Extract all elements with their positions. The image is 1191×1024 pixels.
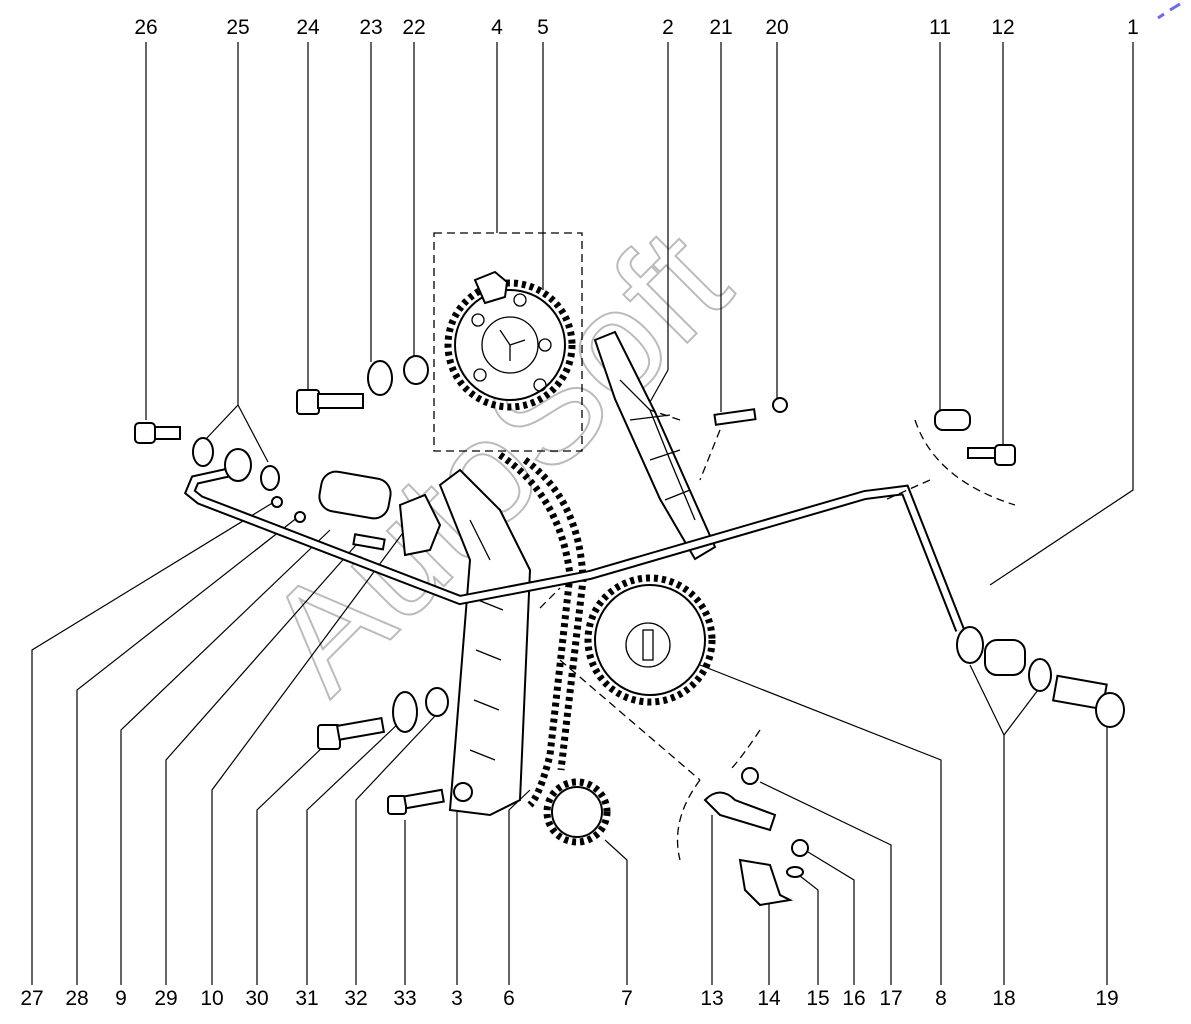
callout-label-32: 32 [344, 987, 367, 1010]
callout-label-2: 2 [662, 16, 674, 39]
callout-label-23: 23 [359, 16, 382, 39]
callout-label-29: 29 [154, 987, 177, 1010]
callout-label-24: 24 [296, 16, 320, 39]
callout-label-20: 20 [765, 16, 788, 39]
callout-label-7: 7 [621, 987, 633, 1010]
chain-tensioner-guide [593, 330, 717, 561]
leader-lines [31, 42, 1134, 985]
corner-mark [1157, 2, 1181, 20]
callout-label-14: 14 [757, 987, 781, 1010]
callout-label-18: 18 [992, 987, 1015, 1010]
leader-line [969, 664, 1039, 985]
callout-label-3: 3 [451, 987, 463, 1010]
callout-label-11: 11 [929, 16, 951, 39]
leader-line [204, 42, 269, 463]
callout-label-13: 13 [700, 987, 723, 1010]
timing-chain [498, 452, 574, 808]
callout-label-12: 12 [991, 16, 1014, 39]
callout-label-28: 28 [65, 987, 88, 1010]
callout-label-26: 26 [134, 16, 157, 39]
callout-label-27: 27 [20, 987, 43, 1010]
leader-line [306, 721, 401, 985]
callout-label-22: 22 [402, 16, 425, 39]
leader-line [989, 42, 1134, 586]
key [473, 270, 509, 305]
leader-line [604, 839, 628, 985]
bolts-washers [134, 355, 1125, 907]
callout-label-30: 30 [245, 987, 268, 1010]
leader-line [165, 544, 357, 985]
leader-line [120, 529, 331, 985]
callout-label-31: 31 [295, 987, 318, 1010]
callout-label-5: 5 [537, 16, 549, 39]
callout-label-1: 1 [1127, 16, 1139, 39]
camshaft-sprocket [444, 270, 576, 411]
callout-label-17: 17 [879, 987, 902, 1010]
callout-label-9: 9 [115, 987, 127, 1010]
leader-line [759, 781, 892, 985]
callout-label-16: 16 [842, 987, 865, 1010]
callout-label-8: 8 [935, 987, 947, 1010]
crankshaft-sprocket [543, 778, 611, 846]
leader-line [799, 875, 819, 985]
callout-label-25: 25 [226, 16, 249, 39]
callout-label-21: 21 [709, 16, 732, 39]
chain-guide-rail [438, 468, 532, 817]
leader-line [211, 529, 406, 985]
callout-label-19: 19 [1095, 987, 1118, 1010]
leader-line [256, 744, 326, 985]
callout-label-6: 6 [503, 987, 515, 1010]
leader-line [508, 789, 531, 985]
intermediate-sprocket [584, 574, 716, 706]
callout-label-4: 4 [491, 16, 503, 39]
callout-label-33: 33 [393, 987, 416, 1010]
leader-line [76, 516, 299, 985]
leader-line [355, 715, 436, 985]
leader-line [807, 851, 855, 985]
leader-line [649, 42, 669, 403]
callout-label-10: 10 [200, 987, 223, 1010]
leader-line [31, 501, 275, 985]
callout-label-15: 15 [806, 987, 829, 1010]
leader-line [699, 664, 942, 985]
